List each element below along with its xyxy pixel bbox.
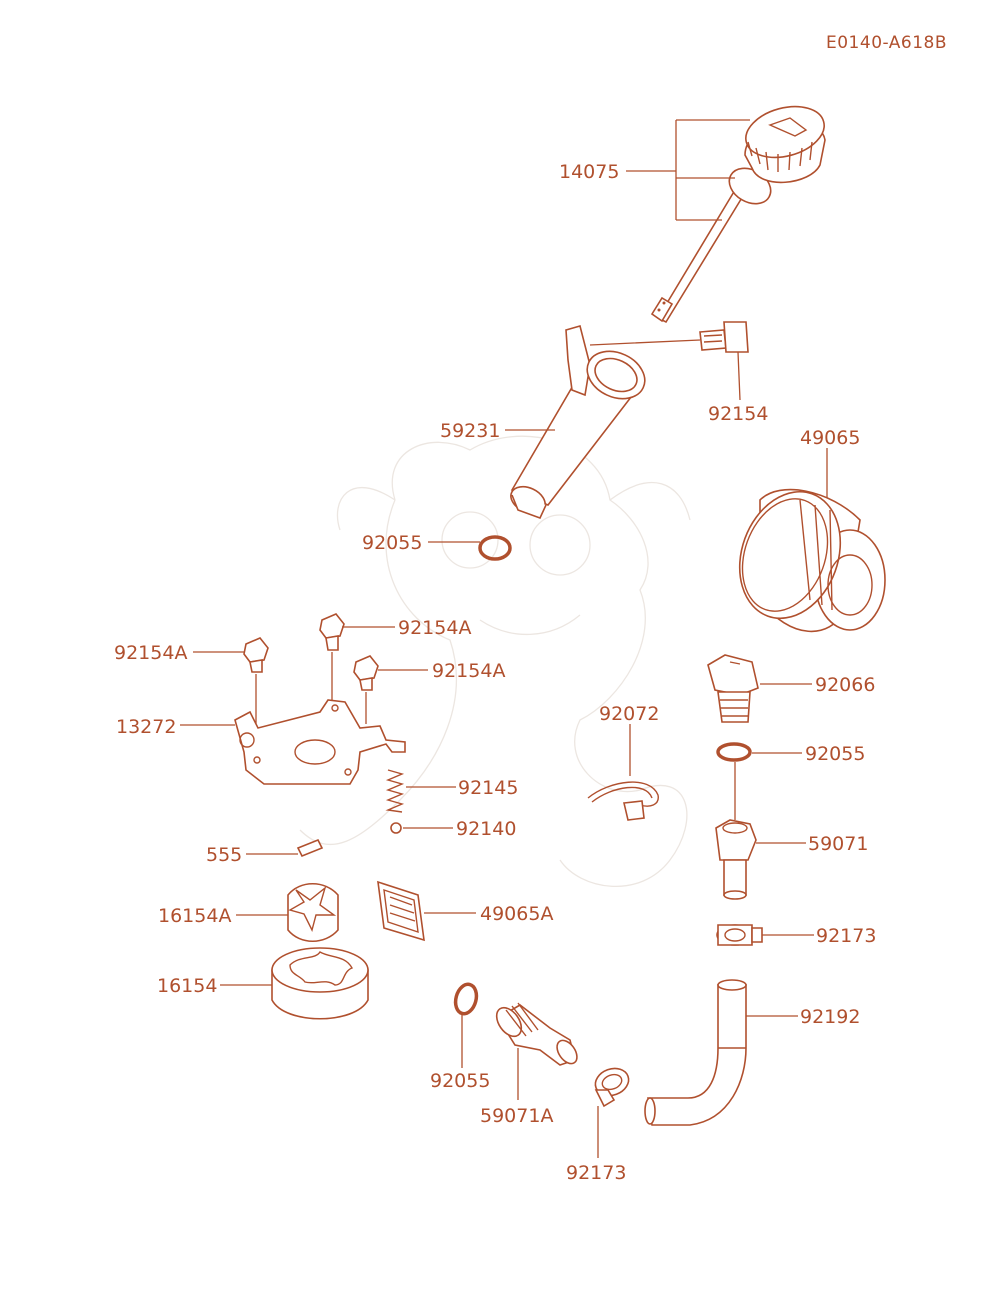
label-92055-bottom[interactable]: 92055 xyxy=(430,1070,490,1092)
part-92072-band[interactable] xyxy=(587,781,659,821)
part-92154A-bolt-upper[interactable] xyxy=(319,613,345,651)
part-92066-valve[interactable] xyxy=(707,654,759,723)
part-59071A-fitting[interactable] xyxy=(492,1002,581,1067)
leader-92154A-left xyxy=(193,651,257,725)
label-16154A[interactable]: 16154A xyxy=(158,905,231,927)
label-92066[interactable]: 92066 xyxy=(815,674,875,696)
part-92192-hose[interactable] xyxy=(644,979,747,1126)
label-92072[interactable]: 92072 xyxy=(599,703,659,725)
part-59071-fitting[interactable] xyxy=(715,819,757,900)
part-92154A-bolt-left[interactable] xyxy=(243,637,269,673)
label-92140[interactable]: 92140 xyxy=(456,818,516,840)
label-49065[interactable]: 49065 xyxy=(800,427,860,449)
label-92192[interactable]: 92192 xyxy=(800,1006,860,1028)
label-59231[interactable]: 59231 xyxy=(440,420,500,442)
part-92145-spring[interactable] xyxy=(385,769,405,813)
part-92173-clamp-right[interactable] xyxy=(716,924,763,946)
part-92055-oring-mid[interactable] xyxy=(716,742,752,762)
watermark-mascot xyxy=(299,435,691,888)
label-555[interactable]: 555 xyxy=(206,844,242,866)
label-14075[interactable]: 14075 xyxy=(559,161,619,183)
label-92154[interactable]: 92154 xyxy=(708,403,768,425)
leader-92055-mid xyxy=(734,752,802,820)
label-92055-top[interactable]: 92055 xyxy=(362,532,422,554)
label-13272[interactable]: 13272 xyxy=(116,716,176,738)
label-59071A[interactable]: 59071A xyxy=(480,1105,553,1127)
leader-92154A-right xyxy=(365,669,428,724)
part-92140-ball[interactable] xyxy=(390,822,402,834)
label-16154[interactable]: 16154 xyxy=(157,975,217,997)
part-92173-clamp-bottom[interactable] xyxy=(592,1064,633,1108)
label-92173-right[interactable]: 92173 xyxy=(816,925,876,947)
part-92055-oring-bottom[interactable] xyxy=(452,982,479,1016)
part-14075-dipstick[interactable] xyxy=(650,98,830,324)
label-92154A-left[interactable]: 92154A xyxy=(114,642,187,664)
part-92055-oring-top[interactable] xyxy=(478,535,512,561)
label-92055-mid[interactable]: 92055 xyxy=(805,743,865,765)
label-92154A-right[interactable]: 92154A xyxy=(432,660,505,682)
leader-92154A-upper xyxy=(331,626,395,700)
part-59231-filler-tube[interactable] xyxy=(507,325,653,520)
diagram-reference: E0140-A618B xyxy=(826,33,947,53)
label-92154A-upper[interactable]: 92154A xyxy=(398,617,471,639)
part-92154-bolt[interactable] xyxy=(699,321,749,353)
part-16154A-inner-rotor[interactable] xyxy=(287,883,339,942)
part-13272-plate[interactable] xyxy=(234,699,406,785)
part-555-pin[interactable] xyxy=(296,838,324,858)
part-49065-oil-filter[interactable] xyxy=(723,478,886,633)
part-92154A-bolt-right[interactable] xyxy=(353,655,379,691)
part-49065A-screen[interactable] xyxy=(377,880,425,942)
label-92145[interactable]: 92145 xyxy=(458,777,518,799)
leader-92154 xyxy=(589,339,741,401)
leader-14075 xyxy=(626,119,750,221)
label-59071[interactable]: 59071 xyxy=(808,833,868,855)
label-49065A[interactable]: 49065A xyxy=(480,903,553,925)
part-16154-outer-rotor[interactable] xyxy=(271,947,369,1020)
label-92173-bottom[interactable]: 92173 xyxy=(566,1162,626,1184)
